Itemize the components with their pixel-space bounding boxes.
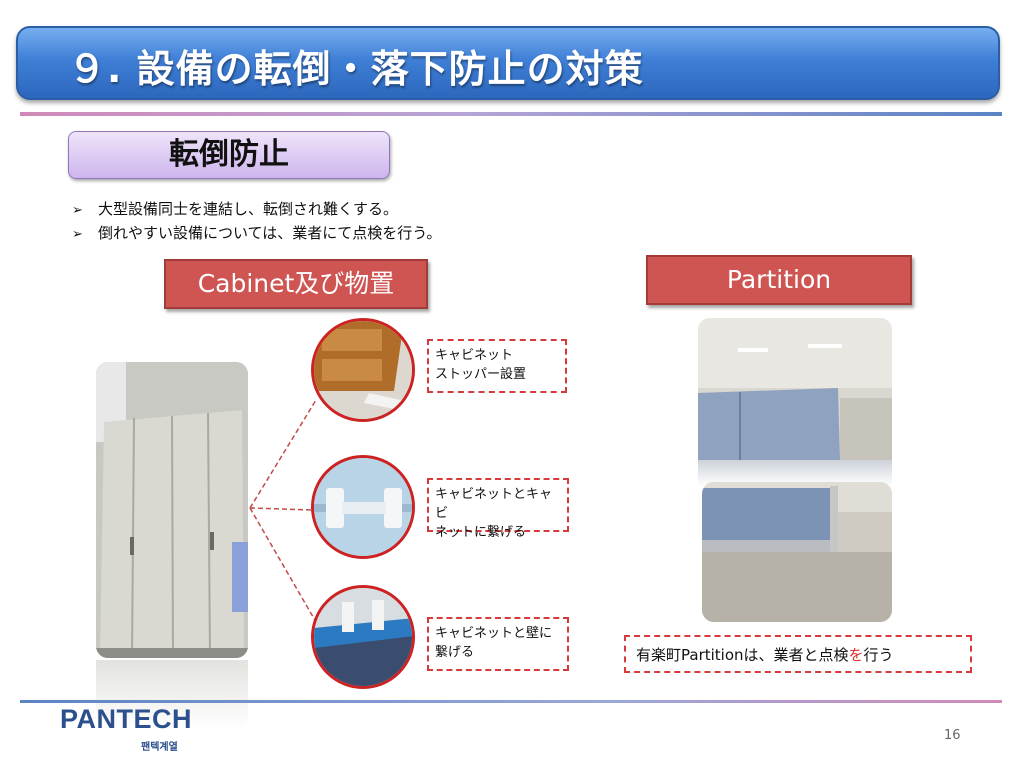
- bullet-item-1: ➢大型設備同士を連結し、転倒され難くする。: [72, 200, 399, 218]
- cabinet-photo: [96, 362, 248, 658]
- partition-note: 有楽町Partitionは、業者と点検を行う: [624, 635, 972, 673]
- arrow-bullet-icon: ➢: [72, 203, 83, 218]
- top-divider: [20, 112, 1002, 116]
- detail-photo-stopper: [311, 318, 415, 422]
- arrow-bullet-icon: ➢: [72, 227, 83, 242]
- connector-lines: [249, 399, 317, 623]
- callout-stopper: キャビネット ストッパー設置: [427, 339, 567, 393]
- detail-photo-wall-link: [311, 585, 415, 689]
- page-number: 16: [944, 728, 961, 743]
- partition-photo-bottom: [702, 482, 892, 622]
- partition-photo-reflection: [698, 460, 892, 486]
- title-bar: ９. 設備の転倒・落下防止の対策: [16, 26, 1000, 100]
- cabinet-heading: Cabinet及び物置: [164, 259, 428, 309]
- bottom-divider: [20, 700, 1002, 703]
- bullet-item-2: ➢倒れやすい設備については、業者にて点検を行う。: [72, 224, 442, 242]
- slide-title: ９. 設備の転倒・落下防止の対策: [68, 47, 644, 91]
- partition-photo-top: [698, 318, 892, 460]
- pantech-logo: PANTECH: [60, 704, 193, 734]
- partition-heading: Partition: [646, 255, 912, 305]
- logo-subtitle: 팬텍계열: [141, 742, 178, 753]
- callout-wall-link: キャビネットと壁に 繋げる: [427, 617, 569, 671]
- cabinet-illustration: [96, 362, 248, 658]
- cabinet-photo-reflection: [96, 660, 248, 730]
- section-label: 転倒防止: [68, 131, 390, 179]
- callout-cabinet-link: キャビネットとキャビ ネットに繋げる: [427, 478, 569, 540]
- detail-photo-link-bracket: [311, 455, 415, 559]
